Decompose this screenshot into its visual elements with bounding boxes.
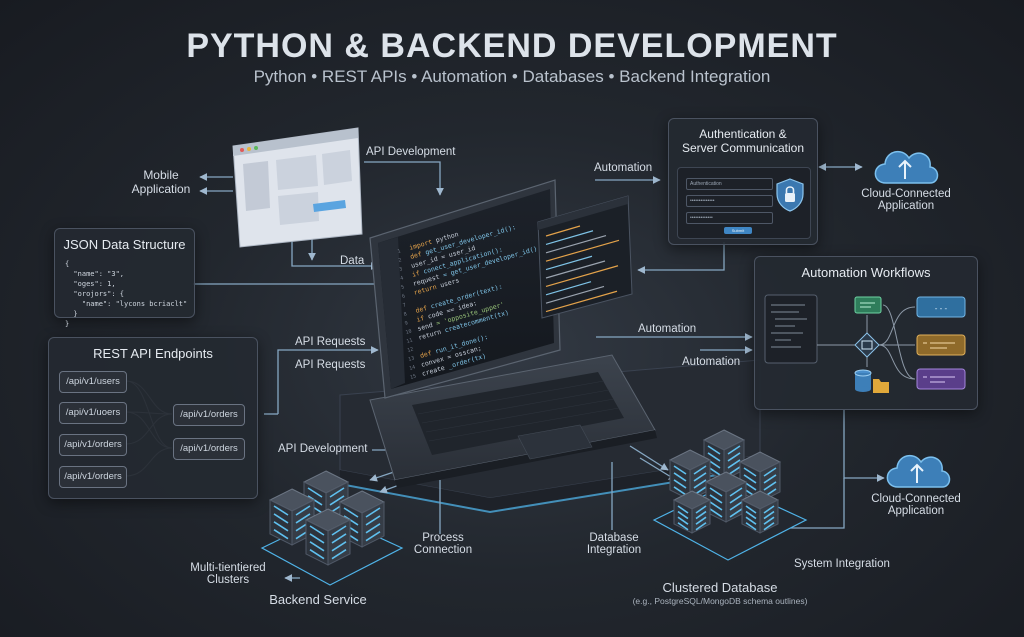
- auth-submit-button[interactable]: Submit: [724, 227, 752, 234]
- line-number: 13: [408, 355, 415, 362]
- json-code: { "name": "3", "oges": 1, "orojors": { "…: [65, 259, 187, 329]
- svg-text:- - -: - - -: [935, 304, 948, 313]
- login-form: Authentication •••••••••••••• ••••••••••…: [677, 167, 811, 239]
- code-line-placeholder: [545, 290, 618, 313]
- connectors: [193, 161, 885, 582]
- rest-api-endpoints-panel: REST API Endpoints /api/v1/users /api/v1…: [48, 337, 258, 499]
- json-data-structure-panel: JSON Data Structure { "name": "3", "oges…: [54, 228, 195, 328]
- backend-service-label: Backend Service: [269, 592, 367, 607]
- json-line: }: [65, 320, 70, 328]
- automation-label-mid: Automation: [638, 323, 697, 335]
- workflow-graph: - - -: [764, 294, 966, 393]
- line-number: 7: [402, 302, 407, 309]
- json-line: {: [65, 260, 70, 268]
- code-line-placeholder: [545, 239, 620, 262]
- code-line-placeholder: [545, 265, 619, 287]
- cloud-label-bottom: Cloud-Connected Application: [871, 493, 961, 517]
- api-requests-label-2: API Requests: [295, 359, 366, 371]
- endpoint-uoers[interactable]: /api/v1/uoers: [59, 402, 127, 424]
- multi-tiered-clusters-label: Multi-tientiered Clusters: [190, 562, 266, 586]
- api-development-label-top: API Development: [366, 146, 456, 158]
- automation-label-top: Automation: [594, 162, 653, 174]
- json-line: "name": "3",: [65, 270, 125, 278]
- line-number: 11: [406, 337, 413, 344]
- endpoint-users[interactable]: /api/v1/users: [59, 371, 127, 393]
- automation-workflows-panel: Automation Workflows: [754, 256, 978, 410]
- cloud-upload-icon: [886, 454, 951, 488]
- code-line-placeholder: [545, 285, 605, 304]
- json-line: "orojors": {: [65, 290, 125, 298]
- database-cluster-icon: [652, 429, 808, 561]
- clustered-database-label: Clustered Database: [662, 580, 778, 595]
- clustered-database-note: (e.g., PostgreSQL/MongoDB schema outline…: [632, 596, 808, 606]
- line-number: 4: [400, 275, 405, 282]
- automation-label-mid2: Automation: [682, 356, 741, 368]
- floating-code-window: [537, 195, 633, 319]
- api-development-label-bottom: API Development: [278, 443, 368, 455]
- server-cube: [704, 471, 748, 523]
- page-subtitle: Python • REST APIs • Automation • Databa…: [253, 67, 771, 86]
- process-connection-label: Process Connection: [413, 532, 473, 556]
- endpoint-orders-right-2[interactable]: /api/v1/orders: [173, 438, 245, 460]
- mobile-application-label: Mobile Application: [131, 168, 191, 196]
- authentication-panel: Authentication & Server Communication Au…: [668, 118, 818, 245]
- server-cube: [668, 449, 712, 501]
- database-icon: [854, 369, 872, 392]
- decision-diamond-icon: [854, 332, 880, 358]
- line-number: 14: [409, 364, 416, 371]
- line-number: 10: [405, 328, 412, 335]
- code-line-placeholder: [545, 230, 594, 245]
- database-integration-label: Database Integration: [586, 532, 642, 556]
- json-line: }: [65, 310, 78, 318]
- data-label: Data: [340, 255, 365, 267]
- auth-field-token[interactable]: •••••••••••••: [686, 212, 773, 224]
- line-number: 15: [409, 373, 416, 380]
- mobile-application-window: [232, 127, 363, 248]
- code-line-placeholder: [545, 234, 607, 254]
- code-line-placeholder: [545, 255, 593, 271]
- line-number: 8: [403, 311, 408, 318]
- rest-panel-title: REST API Endpoints: [93, 346, 213, 361]
- json-line: "name": "lycons bcriaclt": [65, 300, 188, 308]
- line-number: 9: [404, 320, 409, 327]
- auth-field-password[interactable]: ••••••••••••••: [686, 195, 773, 207]
- folder-icon: [873, 379, 889, 393]
- auth-field-username[interactable]: Authentication: [686, 178, 773, 190]
- code-line-placeholder: [545, 281, 592, 296]
- server-rack-icon: [260, 470, 404, 586]
- page-title: PYTHON & BACKEND DEVELOPMENT: [186, 27, 838, 65]
- automation-panel-title: Automation Workflows: [801, 265, 931, 280]
- cloud-upload-icon: [874, 150, 939, 184]
- shield-lock-icon: [776, 178, 804, 212]
- server-cube: [672, 490, 712, 534]
- endpoint-orders-right-1[interactable]: /api/v1/orders: [173, 404, 245, 426]
- line-number: 5: [400, 284, 405, 291]
- endpoint-orders-1[interactable]: /api/v1/orders: [59, 434, 127, 456]
- endpoint-orders-2[interactable]: /api/v1/orders: [59, 466, 127, 488]
- code-line-placeholder: [545, 225, 581, 237]
- line-number: 2: [398, 257, 403, 264]
- auth-panel-title: Authentication & Server Communication: [681, 127, 805, 155]
- system-integration-label: System Integration: [794, 558, 890, 570]
- cloud-label-top: Cloud-Connected Application: [861, 188, 951, 212]
- api-requests-label-1: API Requests: [295, 336, 366, 348]
- line-number: 6: [401, 293, 406, 300]
- server-cube: [338, 490, 386, 548]
- line-number: 3: [399, 266, 404, 273]
- json-line: "oges": 1,: [65, 280, 116, 288]
- server-cube: [304, 508, 352, 566]
- json-panel-title: JSON Data Structure: [63, 237, 186, 252]
- server-cube: [740, 490, 780, 534]
- code-line-placeholder: [545, 260, 606, 279]
- line-number: 12: [407, 346, 414, 353]
- line-number: 1: [397, 248, 402, 255]
